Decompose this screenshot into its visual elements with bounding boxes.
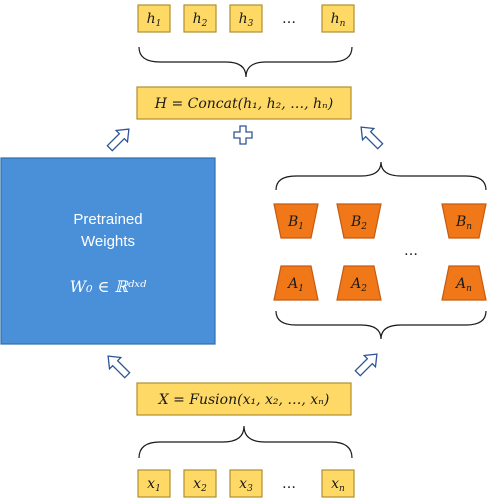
pretrained-formula: W₀ ∈ ℝᵈˣᵈ	[70, 277, 147, 296]
pretrained-label-line1: Pretrained	[73, 211, 142, 228]
b-adapter-row: B1 B2 Bn	[273, 203, 487, 239]
adapter-a1-label: A1	[286, 276, 304, 294]
token-box-x2	[183, 469, 217, 498]
token-label-h2: h2	[193, 11, 208, 29]
token-label-h1: h1	[147, 11, 162, 29]
pretrained-label-line2: Weights	[81, 233, 135, 250]
adapter-bn	[441, 203, 487, 239]
token-label-xn: xn	[331, 476, 345, 494]
a-adapter-row: A1 A2 An	[273, 265, 487, 301]
arrow-fusion-to-pretrained	[107, 355, 131, 379]
adapter-bn-label: Bn	[455, 214, 472, 232]
token-box-h3	[229, 4, 263, 33]
token-label-x3: x3	[239, 476, 253, 494]
pretrained-weights-block	[0, 157, 216, 345]
token-box-x1	[137, 469, 171, 498]
adapter-an-label: An	[454, 276, 472, 294]
concat-box	[136, 86, 352, 120]
top-token-row: h1 h2 h3 … hn	[137, 4, 355, 33]
bottom-token-row: x1 x2 x3 … xn	[137, 469, 355, 498]
token-ellipsis-bottom: …	[282, 476, 296, 492]
arrow-pretrained-to-concat	[106, 128, 130, 152]
brace-top	[138, 46, 353, 78]
adapter-b2	[336, 203, 382, 239]
brace-adapters-bottom	[275, 310, 487, 340]
token-label-hn: hn	[331, 11, 346, 29]
token-box-hn	[321, 4, 355, 33]
token-ellipsis-top: …	[282, 11, 296, 27]
token-label-h3: h3	[239, 11, 254, 29]
adapter-a2-label: A2	[349, 276, 367, 294]
brace-adapters-top	[275, 161, 487, 191]
adapter-an	[441, 265, 487, 301]
token-box-h1	[137, 4, 171, 33]
fusion-box	[136, 382, 352, 416]
arrow-adapters-to-concat	[360, 126, 384, 150]
fusion-formula: X = Fusion(x₁, x₂, …, xₙ)	[158, 392, 330, 408]
adapter-ellipsis: …	[404, 243, 418, 259]
plus-icon	[233, 125, 253, 145]
token-box-xn	[321, 469, 355, 498]
adapter-b2-label: B2	[350, 214, 367, 232]
brace-bottom	[138, 425, 353, 459]
token-box-h2	[183, 4, 217, 33]
arrow-fusion-to-adapters	[354, 353, 378, 377]
adapter-a2	[336, 265, 382, 301]
adapter-b1	[273, 203, 319, 239]
adapter-b1-label: B1	[287, 214, 304, 232]
concat-formula: H = Concat(h₁, h₂, …, hₙ)	[154, 96, 333, 112]
token-label-x2: x2	[193, 476, 207, 494]
adapter-a1	[273, 265, 319, 301]
token-box-x3	[229, 469, 263, 498]
token-label-x1: x1	[147, 476, 161, 494]
